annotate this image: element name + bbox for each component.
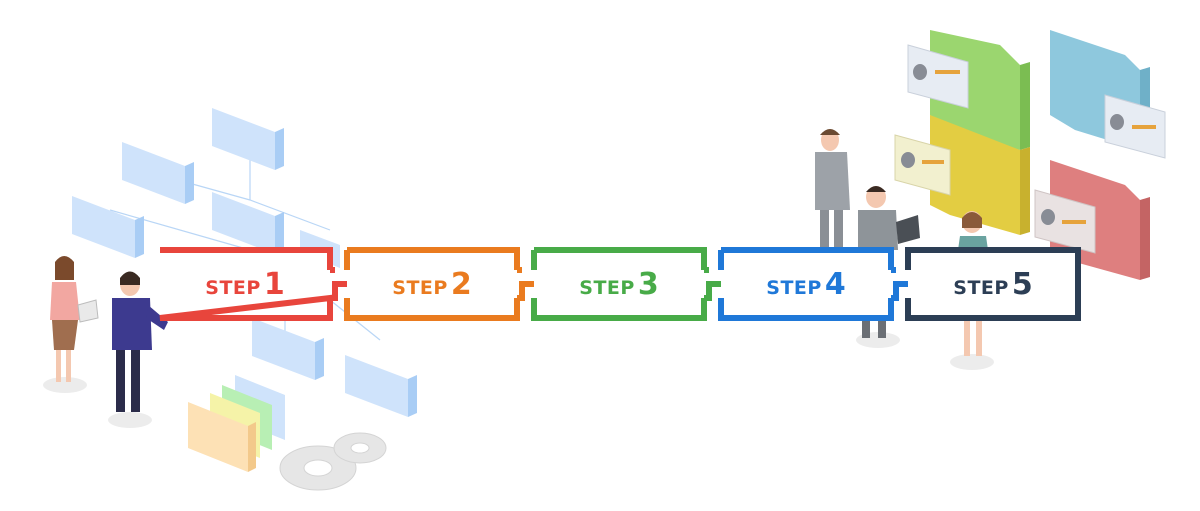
step-number: 4 — [825, 267, 846, 302]
man-tablet-figure-icon — [856, 186, 920, 348]
woman-figure-icon — [43, 256, 99, 393]
woman-figure-icon — [950, 211, 994, 370]
org-box — [252, 318, 324, 380]
step-frame — [905, 247, 1081, 321]
step-frame — [159, 247, 333, 321]
id-card-icon — [1104, 94, 1166, 159]
stacked-cards — [188, 375, 285, 472]
step-frame — [718, 247, 894, 321]
id-card-icon — [894, 134, 951, 196]
step-word: STEP — [953, 277, 1009, 299]
step-frame — [344, 247, 520, 321]
step-word: STEP — [205, 277, 261, 299]
org-box — [345, 355, 417, 417]
step-frame — [531, 247, 707, 321]
id-card-icon — [1034, 189, 1096, 254]
gear-icon — [279, 432, 387, 491]
id-card-icon — [907, 44, 969, 109]
step-number: 5 — [1012, 267, 1033, 302]
step-word: STEP — [392, 277, 448, 299]
businessman-figure-icon — [815, 129, 850, 250]
step-number: 3 — [638, 267, 659, 302]
org-box — [72, 196, 144, 258]
man-figure-icon — [108, 271, 168, 428]
step-word: STEP — [579, 277, 635, 299]
step-number: 1 — [264, 267, 285, 302]
step-word: STEP — [766, 277, 822, 299]
step-number: 2 — [451, 267, 472, 302]
org-box — [212, 108, 284, 170]
org-box — [212, 192, 284, 254]
org-box — [122, 142, 194, 204]
